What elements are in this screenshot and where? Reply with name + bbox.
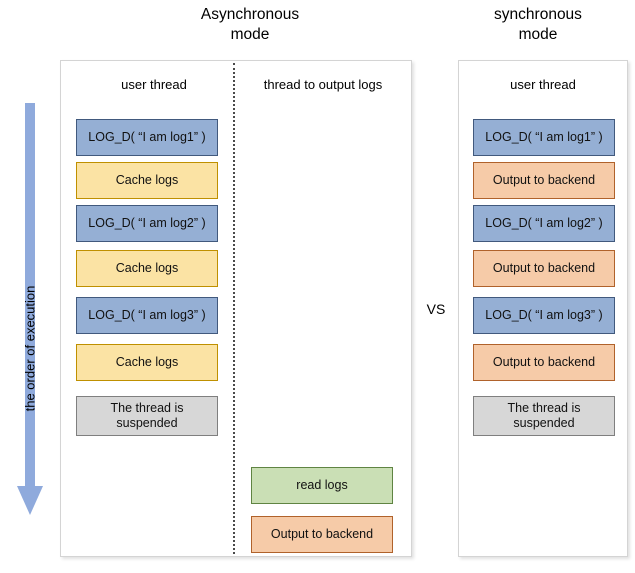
sync-step-log-d-1[interactable]: LOG_D( “I am log1” ) bbox=[473, 119, 615, 156]
sync-step-thread-suspended[interactable]: The thread is suspended bbox=[473, 396, 615, 436]
async-step-cache-logs-1[interactable]: Cache logs bbox=[76, 162, 218, 199]
thread-divider bbox=[233, 63, 235, 554]
async-step-log-d-1[interactable]: LOG_D( “I am log1” ) bbox=[76, 119, 218, 156]
sync-step-output-to-backend-1[interactable]: Output to backend bbox=[473, 162, 615, 199]
async-step-cache-logs-2[interactable]: Cache logs bbox=[76, 250, 218, 287]
async-step-cache-logs-3[interactable]: Cache logs bbox=[76, 344, 218, 381]
async-mode-panel: user thread thread to output logs LOG_D(… bbox=[60, 60, 412, 557]
sync-step-log-d-2[interactable]: LOG_D( “I am log2” ) bbox=[473, 205, 615, 242]
arrow-head-down-icon bbox=[17, 486, 43, 515]
sync-step-output-to-backend-2[interactable]: Output to backend bbox=[473, 250, 615, 287]
async-mode-title: Asynchronous mode bbox=[200, 6, 300, 43]
column-header-output-logs-thread: thread to output logs bbox=[263, 77, 383, 92]
arrow-shaft bbox=[25, 103, 35, 488]
sync-mode-title: synchronous mode bbox=[494, 6, 582, 43]
async-step-log-d-3[interactable]: LOG_D( “I am log3” ) bbox=[76, 297, 218, 334]
column-header-user-thread-sync: user thread bbox=[510, 77, 576, 92]
async-step-output-to-backend[interactable]: Output to backend bbox=[251, 516, 393, 553]
async-step-thread-suspended[interactable]: The thread is suspended bbox=[76, 396, 218, 436]
vs-label: VS bbox=[426, 301, 446, 317]
sync-mode-panel: user thread LOG_D( “I am log1” ) Output … bbox=[458, 60, 628, 557]
sync-step-log-d-3[interactable]: LOG_D( “I am log3” ) bbox=[473, 297, 615, 334]
async-step-read-logs[interactable]: read logs bbox=[251, 467, 393, 504]
order-of-execution-label: the order of execution bbox=[22, 285, 38, 412]
column-header-user-thread-async: user thread bbox=[121, 77, 187, 92]
sync-step-output-to-backend-3[interactable]: Output to backend bbox=[473, 344, 615, 381]
order-of-execution-arrow: the order of execution bbox=[17, 103, 43, 515]
async-step-log-d-2[interactable]: LOG_D( “I am log2” ) bbox=[76, 205, 218, 242]
